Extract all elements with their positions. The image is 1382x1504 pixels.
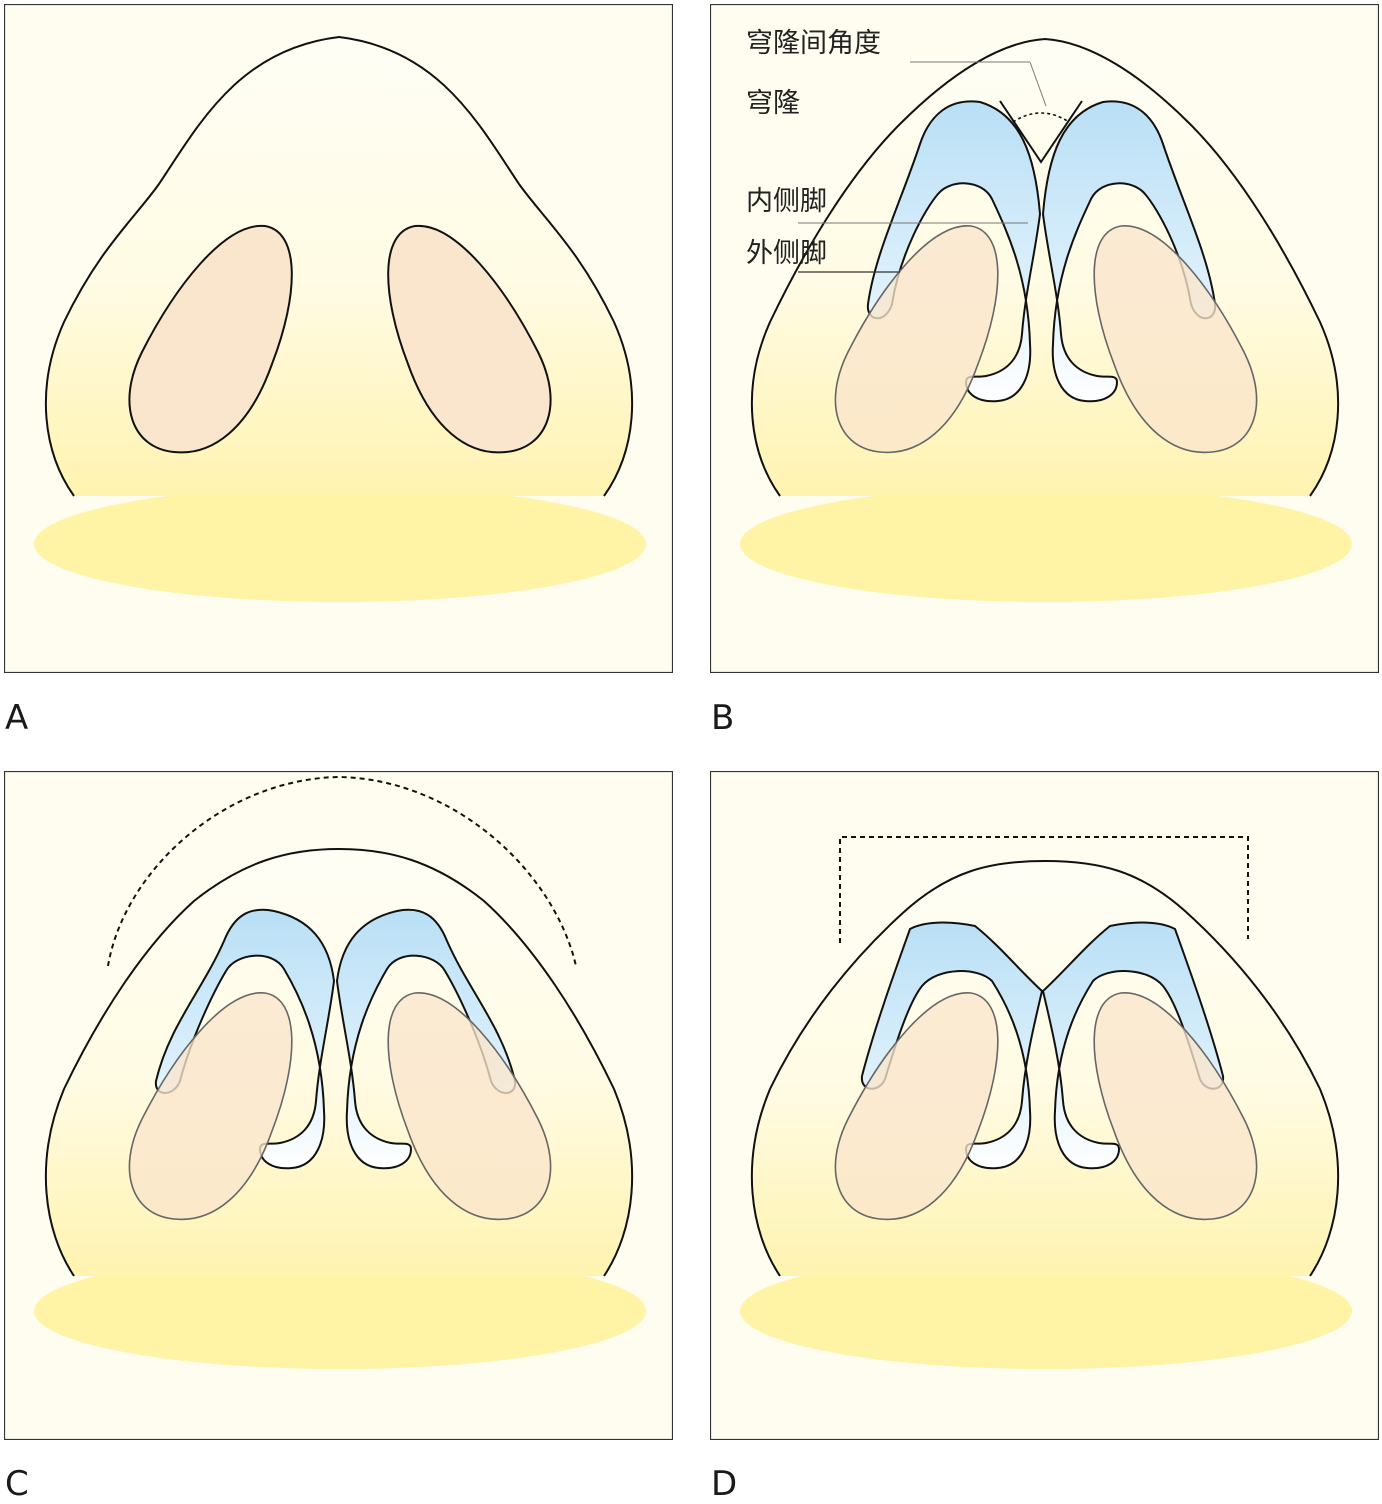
panel-letter-d: D [711,1464,738,1504]
tip-width-bracket [839,836,1249,943]
label-dome: 穹隆 [746,88,800,119]
panel-letter-a: A [5,698,29,738]
leader-interdomal-tick [1029,61,1047,107]
right-alar-cartilage [1041,100,1217,403]
right-nostril [387,992,552,1221]
panel-b: 穹隆间角度 穹隆 内侧脚 外侧脚 [710,4,1379,673]
interdomal-angle-arc [1012,112,1070,123]
label-interdomal-angle: 穹隆间角度 [746,28,881,59]
left-nostril [834,225,999,454]
nose-diagram-d [710,771,1379,1440]
nose-diagram-a [4,4,673,673]
left-nostril [834,992,999,1221]
left-alar-cartilage [154,908,336,1170]
nose-diagram-b: 穹隆间角度 穹隆 内侧脚 外侧脚 [710,4,1379,673]
nose-diagram-c [4,771,673,1440]
label-lateral-crus: 外侧脚 [746,238,827,269]
lip-area [34,486,646,602]
left-alar-cartilage [866,100,1042,403]
panel-c [4,771,673,1440]
right-alar-cartilage [1041,921,1225,1170]
right-alar-cartilage [335,908,517,1170]
panel-letter-c: C [5,1464,29,1504]
panel-d [710,771,1379,1440]
lip-area [740,1253,1352,1369]
left-alar-cartilage [860,921,1044,1170]
lip-area [34,1253,646,1369]
label-medial-crus: 内侧脚 [746,186,827,217]
right-nostril [387,224,552,454]
panel-letter-b: B [711,698,735,738]
left-nostril [128,992,293,1221]
panel-a [4,4,673,673]
left-nostril [128,224,293,454]
right-nostril [1093,225,1258,454]
lip-area [740,486,1352,602]
right-nostril [1093,992,1258,1221]
